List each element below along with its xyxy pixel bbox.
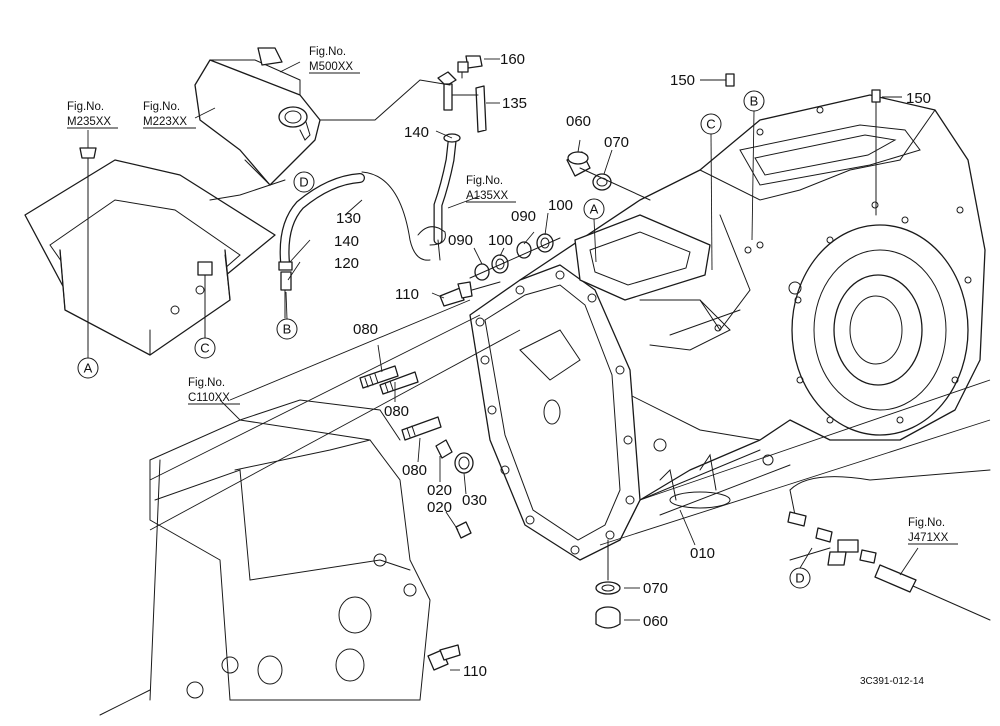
- callout-b-left: B: [276, 318, 298, 340]
- part-number-150: 150: [906, 90, 931, 107]
- figure-reference-a135: Fig.No. A135XX: [466, 175, 516, 203]
- callout-letter: D: [795, 571, 804, 586]
- figure-reference-m235: Fig.No. M235XX: [67, 101, 118, 129]
- breather-pipe-135: [319, 71, 487, 261]
- part-number-090: 090: [511, 208, 536, 225]
- callout-a-left: A: [77, 357, 99, 379]
- fig-label: Fig.No.: [908, 517, 945, 529]
- part-number-010: 010: [690, 545, 715, 562]
- figure-reference-j471: Fig.No. J471XX: [908, 517, 958, 545]
- front-transmission-case: [99, 399, 431, 716]
- drain-plug-060-bottom: [595, 539, 621, 629]
- bolt-110-bottom: [427, 644, 461, 671]
- part-number-110: 110: [463, 663, 487, 680]
- studs-080: [359, 365, 442, 441]
- part-number-020: 020: [427, 482, 452, 499]
- figure-reference-m223: Fig.No. M223XX: [143, 101, 196, 129]
- fig-code: M500XX: [309, 61, 353, 73]
- part-number-100: 100: [488, 232, 513, 249]
- fig-code: C110XX: [188, 392, 230, 404]
- dowel-020-seal-030: [435, 439, 474, 539]
- callout-a-center: A: [583, 198, 605, 220]
- callout-d-right: D: [789, 567, 811, 589]
- hose-assembly-j471: [787, 469, 991, 621]
- part-number-100: 100: [548, 197, 573, 214]
- part-number-080: 080: [402, 462, 427, 479]
- part-number-110: 110: [395, 286, 419, 303]
- callout-c-top: C: [700, 113, 722, 135]
- fig-code: M235XX: [67, 116, 111, 128]
- fig-code: M223XX: [143, 116, 187, 128]
- part-number-080: 080: [384, 403, 409, 420]
- upper-bracket-m500: [194, 47, 321, 186]
- part-number-150: 150: [670, 72, 695, 89]
- bolt-110-top: [439, 281, 501, 307]
- fig-code: A135XX: [466, 190, 509, 202]
- figure-reference-m500: Fig.No. M500XX: [309, 46, 360, 74]
- part-number-030: 030: [462, 492, 487, 509]
- assembly-axis-lines: [149, 299, 991, 546]
- fig-label: Fig.No.: [67, 101, 104, 113]
- part-number-090: 090: [448, 232, 473, 249]
- part-number-060: 060: [566, 113, 591, 130]
- pin-150: [725, 73, 881, 216]
- callout-letter: A: [590, 202, 599, 217]
- part-number-130: 130: [336, 210, 361, 227]
- callout-leaders: [87, 110, 813, 569]
- plug-060-top: [566, 151, 651, 201]
- callout-d-hose: D: [293, 171, 315, 193]
- callout-letter: D: [299, 175, 308, 190]
- part-number-020: 020: [427, 499, 452, 516]
- part-number-140: 140: [404, 124, 429, 141]
- fig-code: J471XX: [908, 532, 949, 544]
- mid-case-flange: [469, 214, 791, 561]
- rear-transmission-case: [519, 94, 986, 546]
- part-number-060: 060: [643, 613, 668, 630]
- part-number-labels: 160 135 140 130 140 120 060 070 150 150 …: [334, 51, 931, 680]
- drawing-code: 3C391-012-14: [860, 676, 924, 687]
- part-number-160: 160: [500, 51, 525, 68]
- fig-label: Fig.No.: [188, 377, 225, 389]
- callout-c-left: C: [194, 337, 216, 359]
- bolt-160: [457, 55, 483, 79]
- part-number-070: 070: [604, 134, 629, 151]
- part-number-135: 135: [502, 95, 527, 112]
- callout-letter: C: [706, 117, 715, 132]
- tray-bracket-m235: [24, 147, 276, 356]
- callout-letter: C: [200, 341, 209, 356]
- fig-label: Fig.No.: [466, 175, 503, 187]
- callout-letter: B: [283, 322, 292, 337]
- callout-b-top: B: [743, 90, 765, 112]
- part-number-080: 080: [353, 321, 378, 338]
- part-number-120: 120: [334, 255, 359, 272]
- callout-letter: B: [750, 94, 759, 109]
- fig-label: Fig.No.: [309, 46, 346, 58]
- washers-090-100: [469, 233, 561, 281]
- part-number-140: 140: [334, 233, 359, 250]
- fig-label: Fig.No.: [143, 101, 180, 113]
- figure-reference-c110: Fig.No. C110XX: [188, 377, 240, 405]
- part-number-070: 070: [643, 580, 668, 597]
- label-leaders: [87, 58, 919, 671]
- callout-letter: A: [84, 361, 93, 376]
- breather-hose-130: [209, 171, 431, 319]
